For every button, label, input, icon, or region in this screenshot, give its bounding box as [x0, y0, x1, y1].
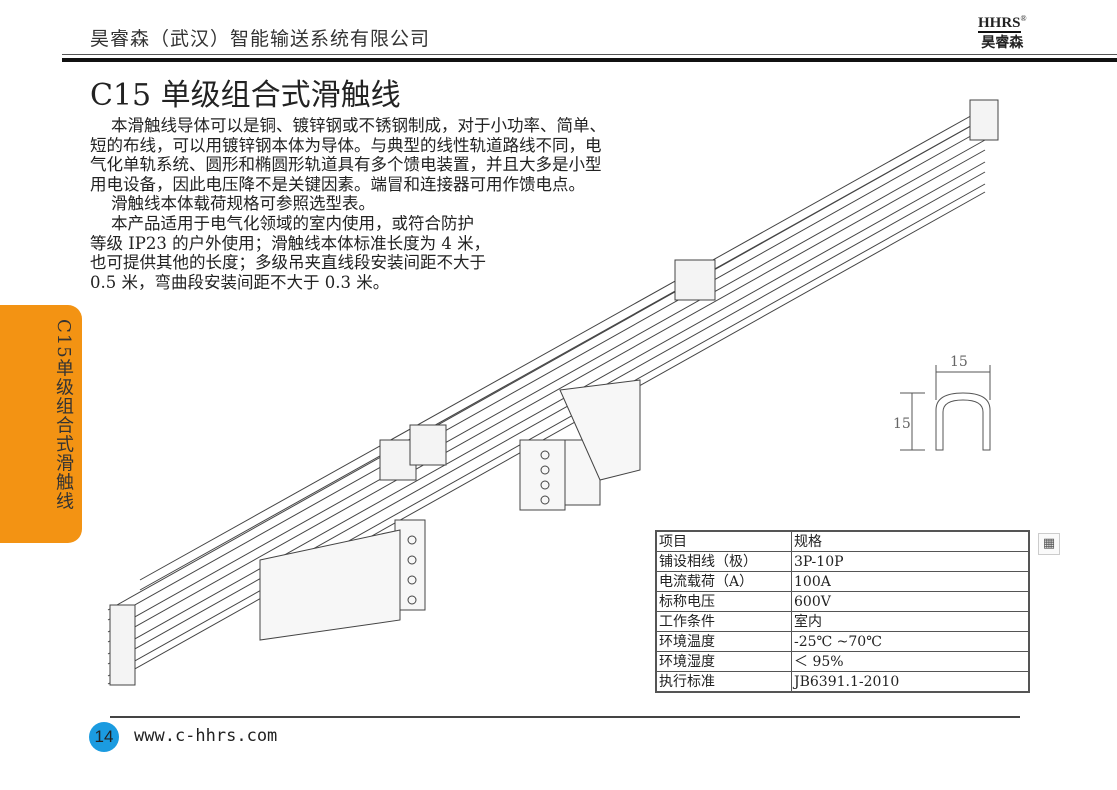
spec-key: 铺设相线（极）: [655, 551, 792, 572]
side-tab-label: C15单级组合式滑触线: [53, 319, 74, 511]
profile-width-label: 15: [950, 354, 968, 370]
feed-connector-1: [519, 379, 641, 511]
website-url[interactable]: www.c-hhrs.com: [134, 726, 278, 746]
spec-key: 环境湿度: [655, 651, 792, 672]
profile-drawing: [900, 365, 991, 451]
table-row: 环境温度-25℃ ~70℃: [655, 631, 1030, 652]
logo-reg: ®: [1020, 14, 1027, 23]
profile-height-label: 15: [893, 416, 911, 432]
spec-key: 项目: [655, 530, 792, 552]
spec-key: 电流载荷（A）: [655, 571, 792, 592]
spec-key: 执行标准: [655, 671, 792, 693]
spec-key: 标称电压: [655, 591, 792, 612]
feed-connector-2: [259, 519, 426, 641]
logo-en: HHRS: [978, 15, 1021, 33]
table-row: 环境湿度＜ 95%: [655, 651, 1030, 672]
spec-value: ＜ 95%: [791, 651, 1030, 672]
table-row: 工作条件室内: [655, 611, 1030, 632]
spec-key: 环境温度: [655, 631, 792, 652]
company-name: 昊睿森（武汉）智能输送系统有限公司: [90, 28, 431, 50]
spec-value: 100A: [791, 571, 1030, 592]
spec-value: JB6391.1-2010: [791, 671, 1030, 693]
table-row: 项目规格: [655, 530, 1030, 552]
header-rule: [62, 54, 1117, 55]
header-rule-thick: [62, 58, 1117, 62]
side-tab: C15单级组合式滑触线: [0, 305, 82, 543]
body-text: 本滑触线导体可以是铜、镀锌钢或不锈钢制成，对于小功率、简单、 短的布线，可以用镀…: [90, 116, 606, 292]
logo: HHRS® 昊睿森: [978, 14, 1027, 52]
spec-value: 3P-10P: [791, 551, 1030, 572]
hanger-clamps: [109, 99, 999, 686]
page-title: C15 单级组合式滑触线: [90, 78, 401, 113]
spec-key: 工作条件: [655, 611, 792, 632]
spec-value: -25℃ ~70℃: [791, 631, 1030, 652]
footer-rule: [110, 716, 1020, 718]
spec-value: 600V: [791, 591, 1030, 612]
page-number: 14: [89, 722, 119, 752]
qr-code-icon[interactable]: ▦: [1038, 533, 1060, 555]
table-row: 铺设相线（极）3P-10P: [655, 551, 1030, 572]
rail-bundle: [107, 107, 986, 685]
spec-value: 室内: [791, 611, 1030, 632]
table-row: 电流载荷（A）100A: [655, 571, 1030, 592]
logo-cn: 昊睿森: [981, 35, 1024, 51]
spec-value: 规格: [791, 530, 1030, 552]
